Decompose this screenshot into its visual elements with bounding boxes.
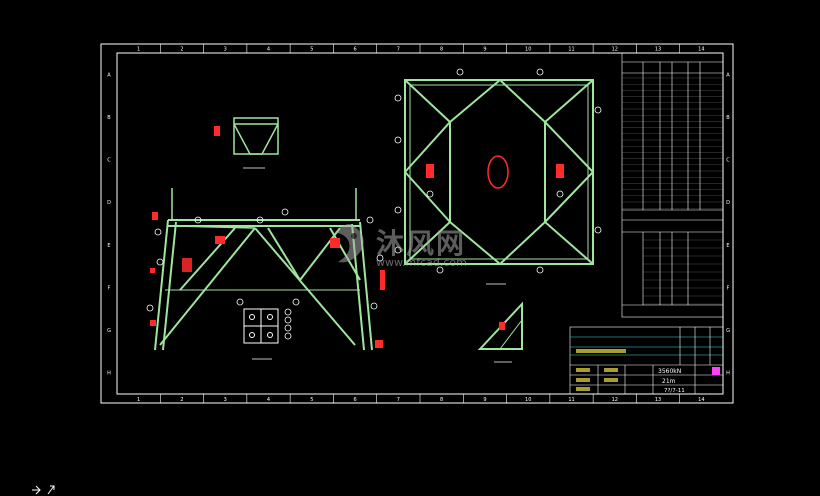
triangle-marks bbox=[499, 322, 505, 330]
border-letter: G bbox=[107, 328, 111, 334]
watermark-logo-icon bbox=[334, 224, 364, 263]
border-number: 6 bbox=[353, 47, 356, 53]
border-number: 13 bbox=[655, 397, 661, 403]
top-section-marks bbox=[214, 126, 220, 136]
border-number: 2 bbox=[180, 397, 183, 403]
border-letter: D bbox=[726, 200, 730, 206]
border-zone-letters-right: A B C D E F G H bbox=[726, 72, 730, 376]
border-letter: E bbox=[107, 243, 110, 249]
border-letter: C bbox=[107, 158, 111, 164]
title-block bbox=[569, 326, 724, 395]
border-number: 2 bbox=[180, 47, 183, 53]
border-number: 12 bbox=[612, 47, 618, 53]
border-number: 7 bbox=[397, 397, 400, 403]
border-zone-letters-left: A B C D E F G H bbox=[107, 72, 111, 376]
border-number: 10 bbox=[525, 397, 531, 403]
border-number: 5 bbox=[310, 47, 313, 53]
watermark: 沐风网 www.mfcad.com bbox=[330, 222, 500, 272]
border-number: 8 bbox=[440, 397, 443, 403]
border-letter: E bbox=[726, 243, 729, 249]
border-letter: B bbox=[107, 115, 111, 121]
border-number: 5 bbox=[310, 397, 313, 403]
border-letter: D bbox=[107, 200, 111, 206]
border-number: 10 bbox=[525, 47, 531, 53]
border-letter: F bbox=[108, 285, 111, 291]
border-number: 11 bbox=[568, 397, 574, 403]
border-number: 9 bbox=[483, 397, 486, 403]
border-letter: C bbox=[726, 158, 730, 164]
title-block-height: 21m bbox=[662, 378, 676, 385]
border-number: 9 bbox=[483, 47, 486, 53]
elevation-callout-circles bbox=[146, 208, 384, 312]
border-number: 13 bbox=[655, 47, 661, 53]
title-block-highlights bbox=[576, 349, 720, 391]
border-letter: A bbox=[726, 72, 730, 78]
plan-callout-circles bbox=[394, 68, 602, 274]
border-number: 12 bbox=[612, 397, 618, 403]
border-number: 14 bbox=[698, 397, 704, 403]
border-number: 3 bbox=[224, 47, 227, 53]
plan-side-marks bbox=[426, 164, 564, 178]
title-block-capacity: 3560kN bbox=[658, 368, 681, 375]
elevation-annotations bbox=[150, 212, 385, 348]
material-table-rows bbox=[622, 77, 723, 305]
border-number: 4 bbox=[267, 397, 270, 403]
top-section-detail bbox=[233, 117, 279, 155]
border-number: 8 bbox=[440, 47, 443, 53]
border-number: 14 bbox=[698, 47, 704, 53]
material-table bbox=[621, 52, 724, 318]
border-number: 11 bbox=[568, 47, 574, 53]
watermark-brand: 沐风网 bbox=[376, 227, 467, 260]
border-number: 6 bbox=[353, 397, 356, 403]
border-letter: G bbox=[726, 328, 730, 334]
truss-plan-view bbox=[404, 79, 594, 265]
border-letter: B bbox=[726, 115, 730, 121]
border-letter: A bbox=[107, 72, 111, 78]
border-number: 3 bbox=[224, 397, 227, 403]
cursor-icon bbox=[32, 485, 55, 495]
base-plate-callouts bbox=[236, 298, 292, 340]
border-number: 1 bbox=[137, 397, 140, 403]
border-number: 1 bbox=[137, 47, 140, 53]
border-number: 7 bbox=[397, 47, 400, 53]
border-letter: F bbox=[727, 285, 730, 291]
title-block-drawing-number: 7?/7-11 bbox=[664, 388, 685, 394]
base-plate-detail bbox=[243, 308, 279, 344]
border-letter: H bbox=[107, 371, 111, 377]
watermark-url: www.mfcad.com bbox=[376, 256, 467, 269]
plan-center-marks bbox=[487, 155, 509, 189]
border-number: 4 bbox=[267, 47, 270, 53]
border-letter: H bbox=[726, 371, 730, 377]
